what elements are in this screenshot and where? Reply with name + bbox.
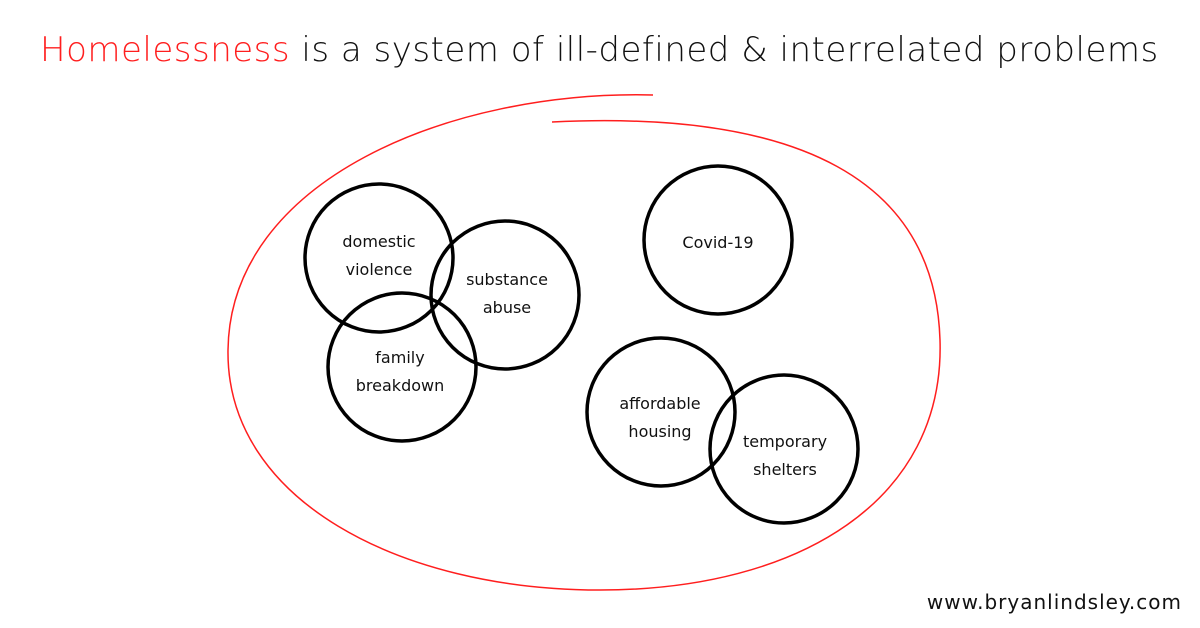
page-title: Homelessness is a system of ill-defined … <box>40 30 1159 70</box>
circle-affordable-housing <box>585 336 737 488</box>
website-url: www.bryanlindsley.com <box>926 590 1182 614</box>
circle-domestic-violence <box>303 182 455 334</box>
label-substance-abuse: substance abuse <box>466 270 548 317</box>
circle-family-breakdown <box>326 291 478 443</box>
label-domestic-violence: domestic violence <box>342 232 416 279</box>
label-affordable-housing: affordable housing <box>619 394 701 441</box>
label-temporary-shelters: temporary shelters <box>742 432 828 479</box>
label-family-breakdown: family breakdown <box>355 348 445 395</box>
circle-temporary-shelters <box>708 373 860 525</box>
circle-substance-abuse <box>429 219 581 371</box>
circle-covid-19 <box>642 164 794 316</box>
system-boundary <box>227 94 941 591</box>
label-covid-19: Covid-19 <box>682 233 754 252</box>
title-rest: is a system of ill-defined & interrelate… <box>290 30 1159 70</box>
title-highlight: Homelessness <box>40 30 291 70</box>
